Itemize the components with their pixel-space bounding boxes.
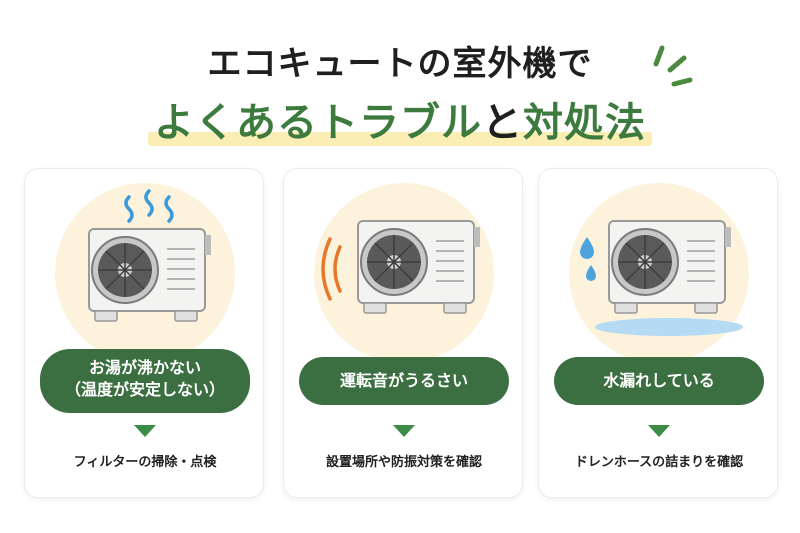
heat-wave-icon [124, 189, 174, 223]
problem-line2: （温度が安定しない） [64, 380, 225, 399]
card-noise: 運転音がうるさい 設置場所や防振対策を確認 [283, 168, 523, 498]
solution-text: ドレンホースの詰まりを確認 [574, 455, 744, 470]
outdoor-unit-illustration [321, 220, 480, 314]
water-drop-icon [580, 237, 596, 281]
sparkle-icon [653, 45, 693, 87]
problem-line1: お湯が沸かない [88, 358, 201, 377]
title-line1: エコキュートの室外機で [207, 44, 593, 84]
title-line2-wrap: よくあるトラブルと対処法 [0, 90, 800, 148]
card-water-leak: 水漏れしている ドレンホースの詰まりを確認 [538, 168, 778, 498]
outdoor-unit-illustration [580, 220, 743, 336]
sound-wave-icon [321, 237, 342, 301]
problem-label: 運転音がうるさい [299, 357, 509, 405]
outdoor-unit-illustration [88, 189, 211, 322]
solution-text: フィルターの掃除・点検 [73, 455, 217, 470]
problem-label: 水漏れしている [554, 357, 764, 405]
title-highlight [148, 132, 652, 146]
arrow-down-icon [648, 425, 670, 437]
title-trouble: よくあるトラブル [154, 100, 482, 146]
arrow-down-icon [393, 425, 415, 437]
solution-text: 設置場所や防振対策を確認 [325, 455, 482, 470]
arrow-down-icon [134, 425, 156, 437]
title-solution: 対処法 [523, 100, 646, 146]
problem-label: お湯が沸かない （温度が安定しない） [40, 349, 250, 413]
problem-line1: 運転音がうるさい [339, 371, 468, 390]
card-hot-water: お湯が沸かない （温度が安定しない） フィルターの掃除・点検 [24, 168, 264, 498]
problem-line1: 水漏れしている [603, 371, 715, 390]
title-line2: よくあるトラブルと対処法 [148, 90, 652, 148]
title-to: と [482, 100, 523, 146]
